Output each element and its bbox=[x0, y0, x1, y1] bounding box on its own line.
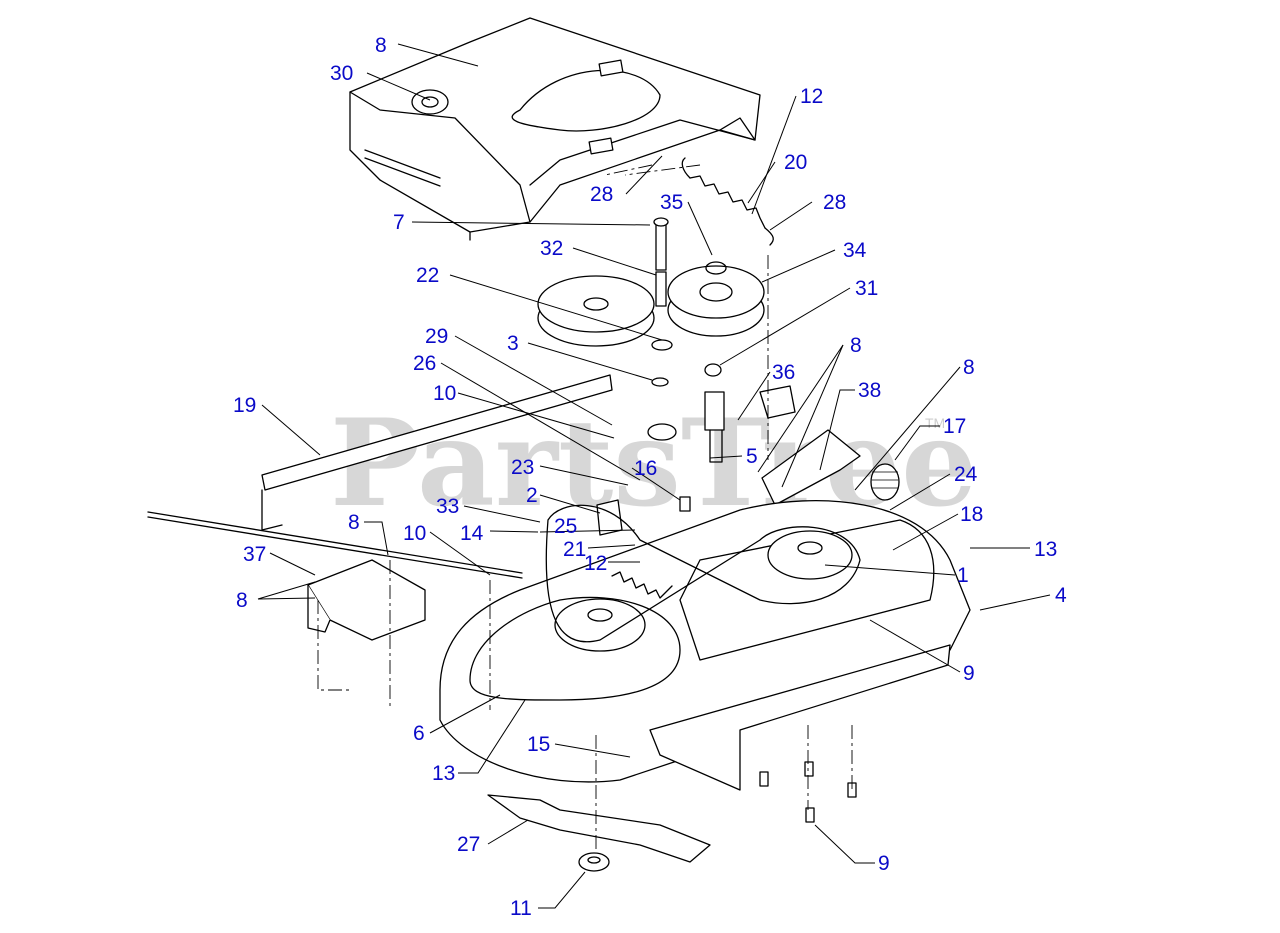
callout-1: 1 bbox=[957, 564, 969, 587]
callout-35: 35 bbox=[660, 191, 683, 214]
callout-12: 12 bbox=[800, 85, 823, 108]
stud bbox=[679, 496, 691, 512]
deck-bracket bbox=[307, 559, 426, 641]
callout-8: 8 bbox=[236, 589, 248, 612]
callout-8: 8 bbox=[963, 356, 975, 379]
callout-4: 4 bbox=[1055, 584, 1067, 607]
spacer-tube bbox=[655, 271, 667, 307]
mower-blade bbox=[487, 794, 711, 863]
pivot-bolt bbox=[653, 217, 669, 271]
callout-21: 21 bbox=[563, 538, 586, 561]
callout-32: 32 bbox=[540, 237, 563, 260]
callout-7: 7 bbox=[393, 211, 405, 234]
deck-hanger-frame bbox=[349, 17, 761, 241]
callout-38: 38 bbox=[858, 379, 881, 402]
callout-33: 33 bbox=[436, 495, 459, 518]
leader-lines bbox=[257, 43, 1051, 909]
watermark-trademark: TM bbox=[925, 415, 945, 431]
callout-12: 12 bbox=[584, 552, 607, 575]
callout-23: 23 bbox=[511, 456, 534, 479]
callout-2: 2 bbox=[526, 484, 538, 507]
callout-26: 26 bbox=[413, 352, 436, 375]
blade-nut bbox=[578, 852, 610, 872]
callout-29: 29 bbox=[425, 325, 448, 348]
callout-31: 31 bbox=[855, 277, 878, 300]
deck-bolts bbox=[759, 761, 857, 823]
callout-3: 3 bbox=[507, 332, 519, 355]
bearing bbox=[647, 423, 677, 441]
mower-deck bbox=[439, 499, 971, 791]
callout-20: 20 bbox=[784, 151, 807, 174]
callout-8: 8 bbox=[850, 334, 862, 357]
callouts: 8 30 12 20 28 28 35 7 32 34 22 31 29 3 8… bbox=[233, 34, 1067, 920]
callout-10: 10 bbox=[403, 522, 426, 545]
callout-5: 5 bbox=[746, 445, 758, 468]
callout-19: 19 bbox=[233, 394, 256, 417]
callout-22: 22 bbox=[416, 264, 439, 287]
callout-18: 18 bbox=[960, 503, 983, 526]
callout-34: 34 bbox=[843, 239, 867, 262]
callout-6: 6 bbox=[413, 722, 425, 745]
large-pulley bbox=[537, 275, 655, 347]
bushing bbox=[704, 363, 722, 377]
callout-28: 28 bbox=[823, 191, 846, 214]
belt-guard bbox=[761, 429, 861, 506]
idler-pulley bbox=[667, 261, 765, 337]
callout-16: 16 bbox=[634, 457, 657, 480]
callout-10: 10 bbox=[433, 382, 456, 405]
idler-arm-bracket bbox=[704, 385, 796, 463]
drive-belt bbox=[545, 504, 861, 643]
callout-9: 9 bbox=[878, 852, 890, 875]
extension-spring bbox=[681, 157, 774, 246]
washer bbox=[651, 377, 669, 387]
callout-37: 37 bbox=[243, 543, 266, 566]
assembly-centerlines bbox=[317, 164, 853, 850]
callout-30: 30 bbox=[330, 62, 353, 85]
callout-13: 13 bbox=[432, 762, 455, 785]
washer bbox=[651, 339, 673, 351]
callout-24: 24 bbox=[954, 463, 978, 486]
callout-14: 14 bbox=[460, 522, 484, 545]
callout-27: 27 bbox=[457, 833, 480, 856]
spring-cap bbox=[870, 463, 900, 501]
callout-11: 11 bbox=[510, 897, 532, 920]
callout-17: 17 bbox=[943, 415, 966, 438]
callout-25: 25 bbox=[554, 515, 577, 538]
lift-rod bbox=[147, 516, 523, 579]
callout-28: 28 bbox=[590, 183, 613, 206]
callout-9: 9 bbox=[963, 662, 975, 685]
lift-rod bbox=[147, 511, 523, 574]
extension-spring-lower bbox=[611, 571, 673, 599]
callout-8: 8 bbox=[348, 511, 360, 534]
callout-15: 15 bbox=[527, 733, 550, 756]
callout-8: 8 bbox=[375, 34, 387, 57]
callout-36: 36 bbox=[772, 361, 795, 384]
callout-13: 13 bbox=[1034, 538, 1057, 561]
